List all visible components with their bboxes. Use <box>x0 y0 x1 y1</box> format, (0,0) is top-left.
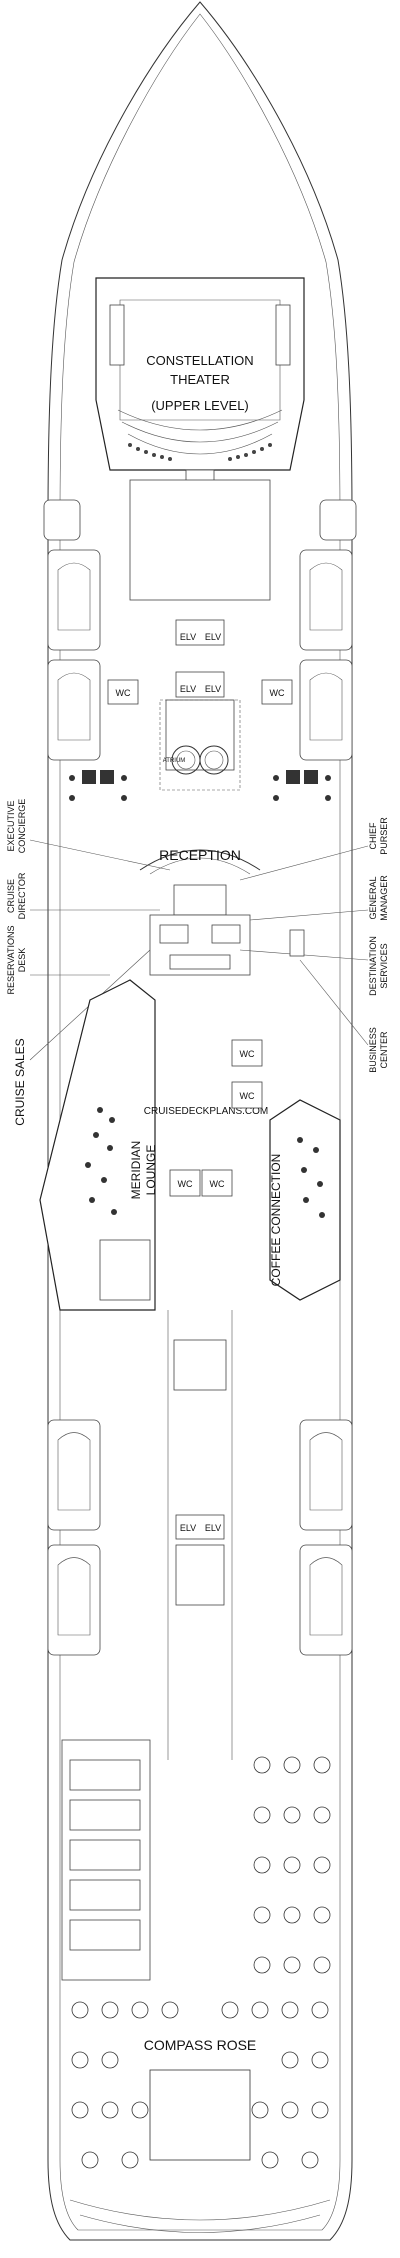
office-block <box>159 924 305 970</box>
cruise-sales-label: CRUISE SALES <box>13 1038 27 1125</box>
galley <box>61 1739 151 1981</box>
restroom-label-center-1: WC <box>240 1049 255 1059</box>
elevator-label-2: ELV <box>205 632 221 642</box>
theater-name-line1: CONSTELLATION <box>146 353 253 368</box>
general-manager-label-line2: MANAGER <box>379 875 389 921</box>
restroom-label-center-2: WC <box>240 1091 255 1101</box>
reservations-desk-label-line2: DESK <box>17 948 27 973</box>
forward-core <box>107 479 293 705</box>
coffee-connection-label: COFFEE CONNECTION <box>269 1154 283 1287</box>
lounge-seating <box>85 1107 325 1218</box>
lifeboats-aft <box>47 1419 353 1656</box>
chief-purser-label-line1: CHIEF <box>368 822 378 850</box>
chief-purser-label-line2: PURSER <box>379 817 389 855</box>
executive-concierge-label-line2: CONCIERGE <box>17 799 27 854</box>
compass-rose-label: COMPASS ROSE <box>144 2037 257 2053</box>
cruise-director-label-line1: CRUISE <box>6 879 16 913</box>
general-manager-label-line1: GENERAL <box>368 876 378 919</box>
meridian-lounge-area <box>39 979 156 1311</box>
elevator-label-aft-1: ELV <box>180 1523 196 1533</box>
watermark-text: CRUISEDECKPLANS.COM <box>144 1106 268 1117</box>
stern-terrace <box>69 2199 331 2233</box>
central-corridor <box>167 1310 233 1760</box>
elevator-label-3: ELV <box>180 684 196 694</box>
destination-services-label-line2: SERVICES <box>379 943 389 988</box>
callout-lines-right <box>239 845 369 1046</box>
theater-name-line2: THEATER <box>170 372 230 387</box>
restroom-label-stbd-forward: WC <box>270 688 285 698</box>
meridian-lounge-label-line1: MERIDIAN <box>129 1141 143 1200</box>
meridian-lounge-label-line2: LOUNGE <box>144 1145 158 1196</box>
theater-seats <box>128 443 272 461</box>
executive-concierge-label-line1: EXECUTIVE <box>6 800 16 851</box>
atrium-label: ATRIUM <box>163 758 186 764</box>
elevator-label-1: ELV <box>180 632 196 642</box>
business-center-label-line1: BUSINESS <box>368 1027 378 1073</box>
elevator-label-4: ELV <box>205 684 221 694</box>
reservations-desk-label-line1: RESERVATIONS <box>6 925 16 994</box>
theater-area <box>95 277 305 497</box>
destination-services-label-line1: DESTINATION <box>368 936 378 996</box>
aft-core <box>175 1514 225 1606</box>
dining-tables <box>71 1756 331 2169</box>
business-center-label-line2: CENTER <box>379 1031 389 1069</box>
center-restrooms <box>169 1039 263 1197</box>
theater-name-line3: (UPPER LEVEL) <box>151 398 249 413</box>
cruise-director-label-line2: DIRECTOR <box>17 872 27 919</box>
restroom-label-center-3: WC <box>178 1179 193 1189</box>
reception-label: RECEPTION <box>159 847 241 863</box>
atrium <box>159 699 241 791</box>
lifeboats-forward <box>43 499 357 761</box>
hull-inner-outline <box>59 13 341 2231</box>
elevator-label-aft-2: ELV <box>205 1523 221 1533</box>
hull-outline <box>47 1 353 2241</box>
restroom-label-center-4: WC <box>210 1179 225 1189</box>
restroom-label-port-forward: WC <box>116 688 131 698</box>
seating-groups-atrium <box>69 770 331 801</box>
